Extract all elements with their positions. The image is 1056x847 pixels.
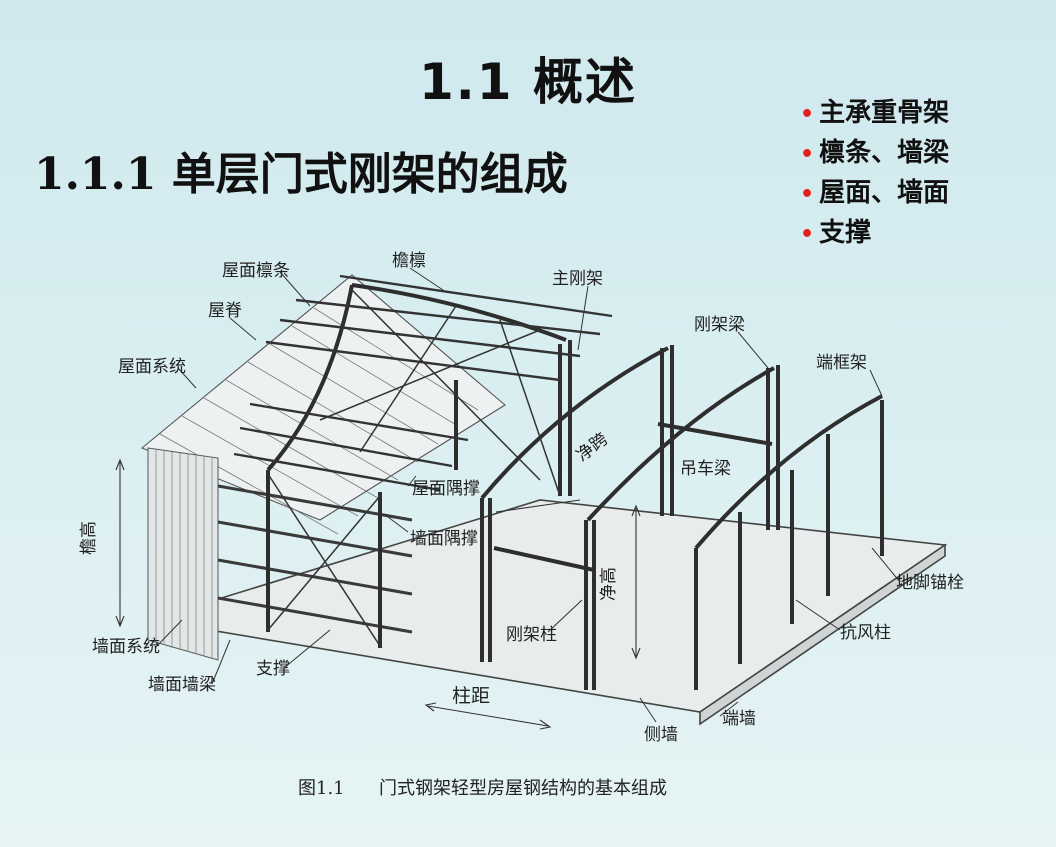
bullet-dot-icon: • [800, 102, 815, 127]
label-main-frame: 主刚架 [552, 269, 603, 289]
label-frame-beam: 刚架梁 [694, 315, 745, 335]
label-crane-beam: 吊车梁 [680, 459, 731, 479]
label-roof-bracing: 屋面隅撑 [412, 479, 480, 499]
section-heading: 1.1.1 单层门式刚架的组成 [34, 149, 568, 200]
label-roof-system: 屋面系统 [118, 357, 186, 377]
label-wind-column: 抗风柱 [840, 623, 891, 643]
bullet-text: 屋面、墙面 [819, 178, 950, 208]
label-ridge: 屋脊 [208, 301, 242, 321]
leader-lines [154, 267, 901, 723]
label-wall-bracing: 墙面隅撑 [410, 529, 478, 549]
bullet-dot-icon: • [800, 182, 815, 207]
label-frame-column: 刚架柱 [506, 625, 557, 645]
dimension-lines [115, 458, 641, 730]
label-clear-span: 净跨 [573, 429, 612, 466]
bullet-dot-icon: • [800, 222, 815, 247]
bullet-text: 支撑 [819, 218, 872, 248]
label-side-wall: 侧墙 [644, 725, 678, 745]
label-brace: 支撑 [256, 659, 290, 679]
bullet-text: 主承重骨架 [819, 98, 950, 128]
wall-sheeting [147, 447, 219, 661]
ground-slab [149, 499, 948, 726]
bullet-text: 檩条、墙梁 [819, 138, 950, 168]
crane-beams [493, 422, 773, 572]
label-bay-spacing: 柱距 [452, 685, 490, 707]
label-wall-system: 墙面系统 [92, 637, 160, 657]
portal-frame-diagram: 屋面檩条 檐檩 主刚架 屋脊 刚架梁 端框架 屋面系统 净跨 吊车梁 屋面隅撑 … [79, 251, 964, 745]
label-roof-purlin: 屋面檩条 [222, 261, 290, 281]
label-wall-girt: 墙面墙梁 [148, 675, 216, 695]
label-anchor-bolt: 地脚锚栓 [896, 573, 964, 593]
bullet-item: •檩条、墙梁 [800, 134, 949, 174]
bullet-item: •屋面、墙面 [800, 174, 949, 214]
bullet-list: •主承重骨架 •檩条、墙梁 •屋面、墙面 •支撑 [800, 94, 949, 254]
label-end-wall: 端墙 [722, 709, 756, 729]
slide-title: 1.1 概述 [419, 53, 637, 111]
bracing [267, 289, 561, 647]
bullet-item: •主承重骨架 [800, 94, 949, 134]
label-end-frame: 端框架 [816, 353, 867, 373]
label-eave-height: 檐高 [79, 521, 99, 555]
bullet-dot-icon: • [800, 142, 815, 167]
label-clear-height: 净高 [599, 567, 619, 601]
bullet-item: •支撑 [800, 214, 949, 254]
label-eave-purlin: 檐檩 [392, 251, 426, 271]
figure-caption: 图1.1 门式钢架轻型房屋钢结构的基本组成 [298, 778, 667, 799]
